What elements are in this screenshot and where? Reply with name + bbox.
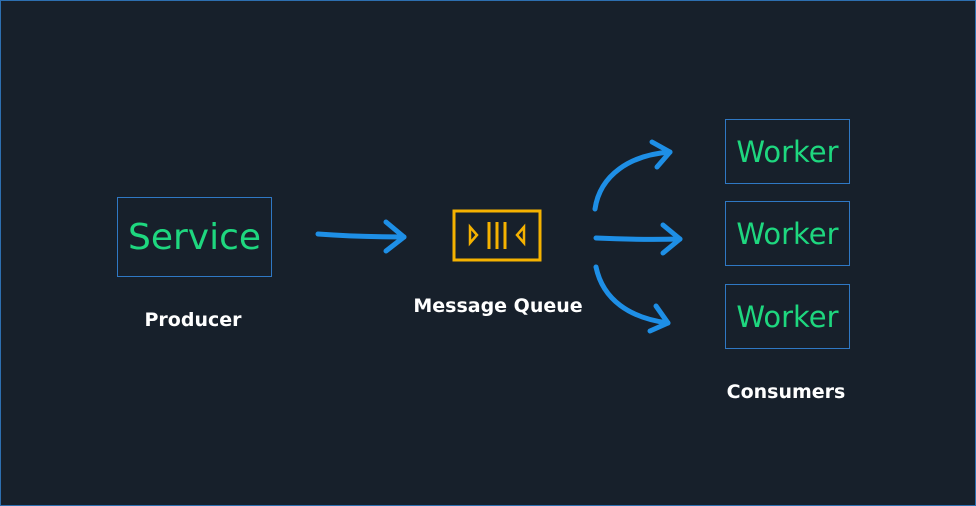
service-box: Service [117, 197, 272, 277]
consumers-caption: Consumers [726, 381, 846, 403]
worker-box-3: Worker [725, 284, 850, 349]
worker-label: Worker [736, 299, 839, 334]
worker-box-1: Worker [725, 119, 850, 184]
worker-box-2: Worker [725, 201, 850, 266]
service-label: Service [127, 216, 262, 258]
queue-caption: Message Queue [413, 295, 583, 317]
worker-label: Worker [736, 134, 839, 169]
producer-caption: Producer [144, 309, 242, 331]
worker-label: Worker [736, 216, 839, 251]
